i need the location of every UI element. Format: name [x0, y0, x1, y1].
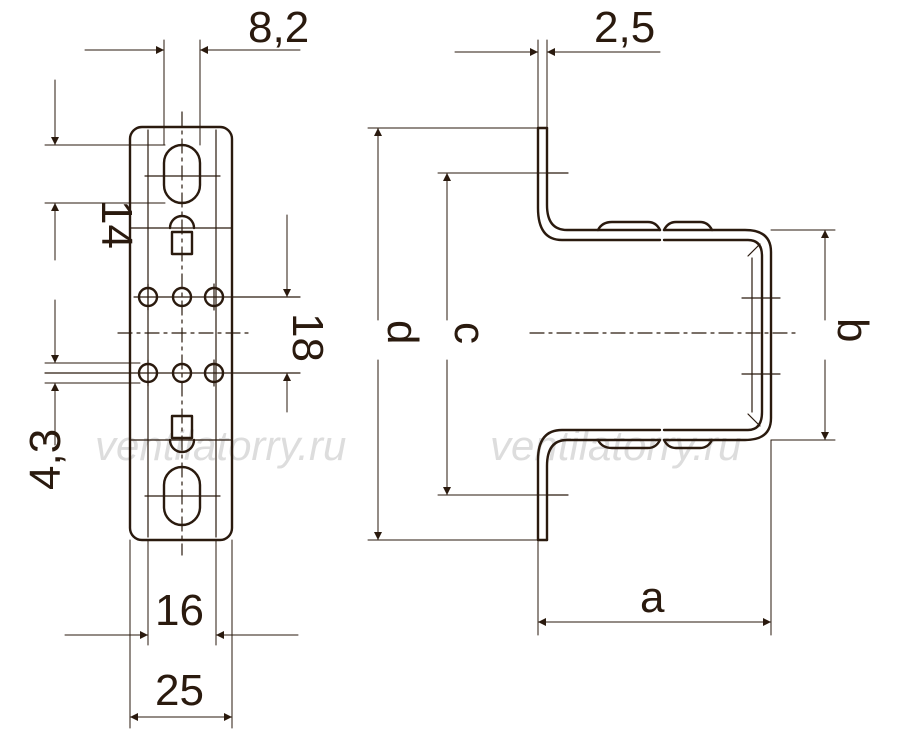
dim-hole-diameter: 4,3	[21, 299, 141, 490]
watermark-left: ventilatorry.ru	[95, 422, 346, 469]
upper-hole-row	[133, 283, 301, 311]
profile-outer	[536, 126, 764, 542]
label-thickness: 2,5	[594, 3, 655, 52]
dim-height-b: b	[770, 229, 877, 441]
dim-slot-length: 14	[44, 79, 166, 261]
dim-height-c: c	[437, 172, 548, 496]
dim-inner-width: 16	[64, 539, 299, 646]
label-hole-diameter: 4,3	[21, 429, 70, 490]
lower-hole-row	[44, 359, 301, 387]
dim-depth-a: a	[537, 439, 772, 636]
plate-front-view	[44, 111, 301, 556]
label-height-d: d	[378, 320, 427, 344]
dim-hole-spacing: 18	[283, 214, 332, 413]
label-outer-width: 25	[155, 666, 204, 715]
label-inner-width: 16	[155, 586, 204, 635]
bracket-side-view	[529, 126, 801, 542]
dim-thickness: 2,5	[454, 3, 661, 129]
dim-slot-width: 8,2	[84, 3, 309, 146]
label-depth-a: a	[640, 573, 665, 622]
label-hole-spacing: 18	[283, 313, 332, 362]
label-height-b: b	[828, 318, 877, 342]
label-height-c: c	[445, 322, 494, 344]
dim-outer-width: 25	[129, 539, 233, 729]
profile-inner	[545, 126, 773, 542]
label-slot-width: 8,2	[248, 3, 309, 52]
label-slot-length: 14	[92, 200, 141, 249]
dim-height-d: d	[367, 127, 539, 541]
